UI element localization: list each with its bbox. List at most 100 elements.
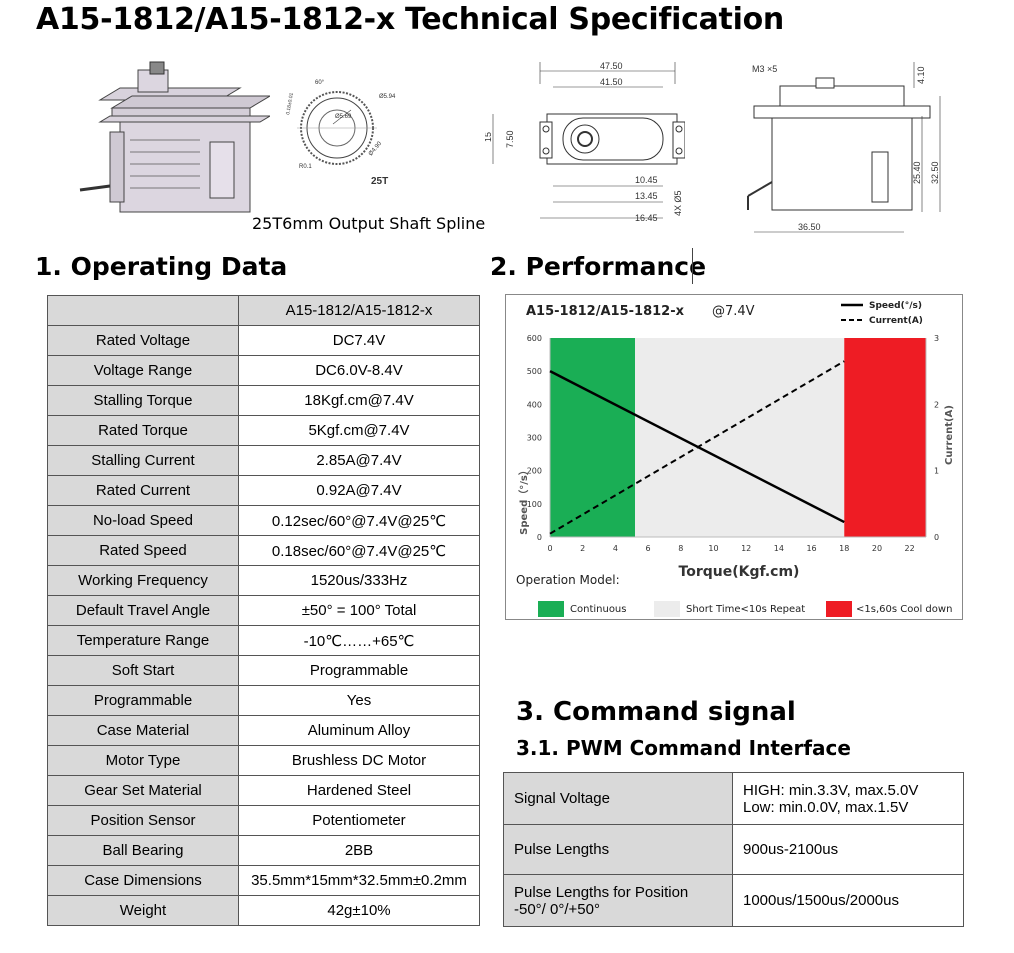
y-tick-label: 600: [527, 334, 542, 343]
table-row: Pulse Lengths 900us-2100us: [503, 824, 964, 875]
row-label: Voltage Range: [47, 355, 239, 386]
y-axis-label: Speed（°/s）: [517, 465, 530, 535]
pwm-command-table: Signal Voltage HIGH: min.3.3V, max.5.0V …: [503, 772, 964, 927]
front-view-drawing: 47.50 41.50 15 7.50 10.45 13.45 16.45 4X…: [485, 61, 685, 223]
legend-continuous-label: Continuous: [570, 604, 626, 615]
row-label: Case Material: [47, 715, 239, 746]
dim-32-50: 32.50: [930, 161, 940, 184]
x-tick-label: 4: [613, 544, 618, 553]
table-header-row: A15-1812/A15-1812-x: [47, 295, 480, 326]
legend-cool-label: <1s,60s Cool down: [856, 604, 952, 615]
x-tick-label: 8: [678, 544, 683, 553]
chart-voltage: @7.4V: [712, 304, 755, 319]
row-value: ±50° = 100° Total: [238, 595, 480, 626]
row-value: Potentiometer: [238, 805, 480, 836]
current-series-line: [549, 360, 845, 535]
y-tick-label: 400: [527, 400, 542, 409]
row-label: No-load Speed: [47, 505, 239, 536]
dim-25-40: 25.40: [912, 161, 922, 184]
row-label: Rated Voltage: [47, 325, 239, 356]
row-label: Working Frequency: [47, 565, 239, 596]
row-label: Programmable: [47, 685, 239, 716]
x-tick-label: 20: [872, 544, 882, 553]
row-value: 2BB: [238, 835, 480, 866]
side-view-drawing: M3 ×5 4.10 25.40 32.50 36.50: [747, 62, 941, 233]
spline-mid-dia: Ø5.69: [335, 114, 352, 120]
row-label-line: -50°/ 0°/+50°: [514, 900, 600, 918]
row-value-line: HIGH: min.3.3V, max.5.0V: [743, 781, 919, 799]
row-label: Motor Type: [47, 745, 239, 776]
row-value: Brushless DC Motor: [238, 745, 480, 776]
table-header-blank: [47, 295, 239, 326]
row-label: Position Sensor: [47, 805, 239, 836]
y2-tick-label: 2: [934, 400, 939, 409]
performance-chart: A15-1812/A15-1812-x @7.4V Speed(°/s) Cur…: [505, 294, 963, 620]
page-title: A15-1812/A15-1812-x Technical Specificat…: [36, 2, 784, 37]
y2-axis-label: Current(A): [944, 405, 955, 465]
row-value: 5Kgf.cm@7.4V: [238, 415, 480, 446]
table-row: Default Travel Angle±50° = 100° Total: [47, 595, 480, 626]
row-label: Weight: [47, 895, 239, 926]
row-label: Case Dimensions: [47, 865, 239, 896]
row-value: 0.12sec/60°@7.4V@25℃: [238, 505, 480, 536]
row-value: 2.85A@7.4V: [238, 445, 480, 476]
legend-cool-swatch: [826, 601, 852, 617]
row-value: Aluminum Alloy: [238, 715, 480, 746]
row-value-line: Low: min.0.0V, max.1.5V: [743, 798, 909, 816]
row-label-line: Pulse Lengths for Position: [514, 883, 689, 901]
spline-outer-dia: Ø5.94: [379, 94, 396, 100]
spline-tolerance: 0.18±0.01: [285, 92, 295, 115]
x-tick-label: 10: [708, 544, 718, 553]
legend-current-label: Current(A): [869, 316, 923, 326]
dim-7-50: 7.50: [505, 130, 515, 148]
y2-tick-label: 0: [934, 533, 939, 542]
row-value: 18Kgf.cm@7.4V: [238, 385, 480, 416]
table-row: Temperature Range-10℃……+65℃: [47, 625, 480, 656]
row-label: Stalling Torque: [47, 385, 239, 416]
row-value: Programmable: [238, 655, 480, 686]
row-value: HIGH: min.3.3V, max.5.0V Low: min.0.0V, …: [732, 772, 964, 825]
zone-legend: Continuous Short Time<10s Repeat <1s,60s…: [538, 601, 952, 617]
dim-13-45: 13.45: [635, 191, 658, 201]
spline-radius: R0.1: [299, 164, 312, 170]
legend-continuous-swatch: [538, 601, 564, 617]
dim-47-50: 47.50: [600, 61, 623, 71]
row-value: Hardened Steel: [238, 775, 480, 806]
row-label: Temperature Range: [47, 625, 239, 656]
chart-legend: Speed(°/s) Current(A): [841, 301, 923, 326]
x-tick-label: 0: [547, 544, 552, 553]
command-subheading: 3.1. PWM Command Interface: [516, 736, 851, 760]
row-label: Pulse Lengths: [503, 824, 733, 875]
row-label: Soft Start: [47, 655, 239, 686]
row-value: 42g±10%: [238, 895, 480, 926]
table-row: Pulse Lengths for Position -50°/ 0°/+50°…: [503, 874, 964, 927]
row-value: 0.18sec/60°@7.4V@25℃: [238, 535, 480, 566]
y-tick-label: 200: [527, 467, 542, 476]
dim-41-50: 41.50: [600, 77, 623, 87]
dim-m3x5: M3 ×5: [752, 64, 777, 74]
spline-angle: 60°: [315, 80, 325, 86]
x-tick-label: 2: [580, 544, 585, 553]
servo-drawings: 60° 0.18±0.01 Ø5.94 Ø5.69 R0.1 Ø4.90 25T…: [60, 48, 960, 248]
row-label: Stalling Current: [47, 445, 239, 476]
row-value: 1520us/333Hz: [238, 565, 480, 596]
dim-16-45: 16.45: [635, 213, 658, 223]
y2-tick-label: 3: [934, 334, 939, 343]
dim-15: 15: [485, 132, 493, 142]
row-label: Gear Set Material: [47, 775, 239, 806]
row-value: Yes: [238, 685, 480, 716]
spline-caption: 25T6mm Output Shaft Spline: [252, 214, 486, 233]
text-cursor: [692, 248, 693, 284]
dim-4-10: 4.10: [916, 66, 926, 84]
